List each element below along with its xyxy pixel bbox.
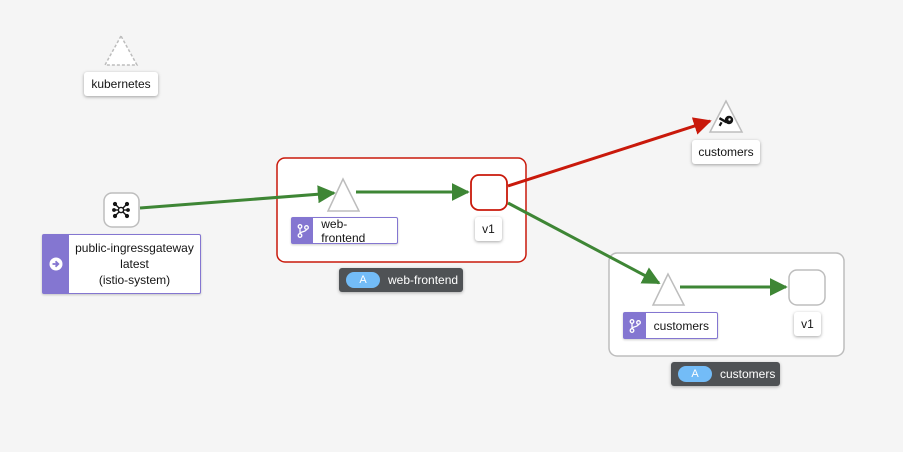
kubernetes-label[interactable]: kubernetes [84,72,158,96]
gateway-name: public-ingressgateway [75,241,194,255]
customers-v1-node[interactable] [788,269,826,306]
gateway-namespace: (istio-system) [98,273,171,287]
triangle-outline-icon[interactable] [103,34,139,66]
istio-gateway-icon [112,201,130,219]
customers-version-text: v1 [801,317,814,331]
arrow-circle-right-icon [43,235,69,293]
key-icon [718,115,734,127]
code-branch-icon [624,313,646,338]
web-frontend-service-label-text: web-frontend [321,216,366,245]
web-frontend-app-label-text: web-frontend [388,273,459,287]
web-frontend-service-label[interactable]: web-frontend [291,216,398,245]
customers-app-label-text: customers [720,367,776,381]
web-frontend-version-text: v1 [482,222,495,236]
kubernetes-label-text: kubernetes [91,77,151,91]
code-branch-icon [292,218,314,243]
web-frontend-service-node[interactable] [326,177,361,212]
customers-service-label[interactable]: customers [623,312,718,339]
edge-gateway-to-web-frontend[interactable] [139,185,336,210]
web-frontend-v1-node[interactable] [470,174,508,211]
customers-app-label[interactable]: A customers [671,362,780,386]
web-frontend-version-label[interactable]: v1 [475,217,502,241]
customers-external-node[interactable] [708,99,744,133]
web-frontend-app-label[interactable]: A web-frontend [339,268,463,292]
app-badge: A [346,272,380,288]
app-badge: A [678,366,712,382]
gateway-version: latest [120,257,149,271]
edge-web-frontend-to-customers[interactable] [507,201,661,285]
customers-external-label[interactable]: customers [692,140,760,164]
customers-service-label-text: customers [653,318,709,333]
gateway-label[interactable]: public-ingressgateway latest (istio-syst… [42,234,201,294]
customers-service-node[interactable] [651,272,686,306]
edge-web-frontend-to-customers-external[interactable] [507,117,712,188]
customers-external-label-text: customers [698,145,754,159]
customers-version-label[interactable]: v1 [794,312,821,336]
